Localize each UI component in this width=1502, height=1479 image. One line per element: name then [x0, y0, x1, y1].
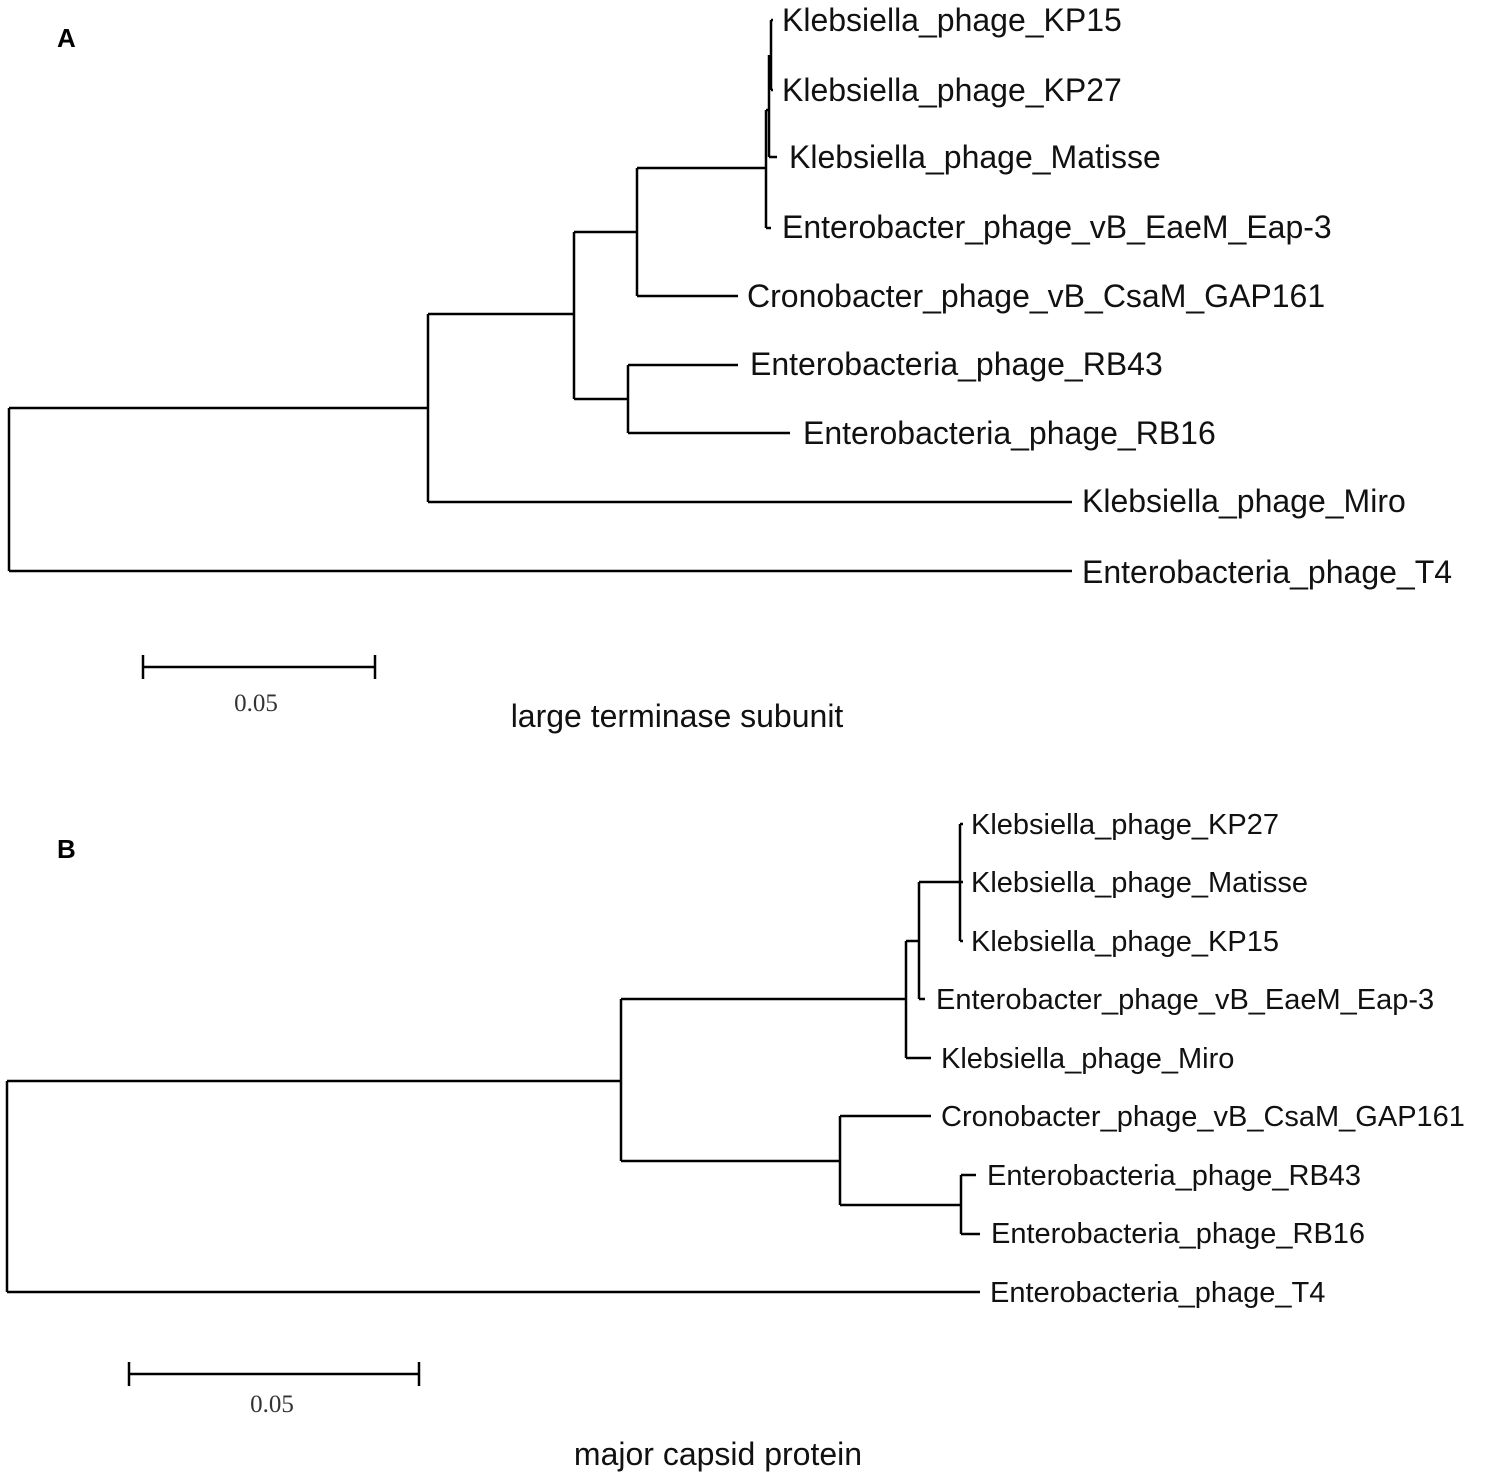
scale-bar-label: 0.05 [250, 1391, 294, 1418]
leaf-label: Klebsiella_phage_Miro [941, 1043, 1234, 1075]
leaf-label: Enterobacter_phage_vB_EaeM_Eap-3 [782, 209, 1332, 245]
panel-b-letter: B [57, 834, 76, 864]
panel-a-scale-bar: 0.05 [141, 655, 377, 717]
panel-a: A [7, 2, 1452, 734]
panel-a-leaf-labels: Klebsiella_phage_KP15 Klebsiella_phage_K… [747, 2, 1452, 590]
leaf-label: Enterobacteria_phage_RB43 [750, 346, 1163, 382]
leaf-label: Klebsiella_phage_KP15 [971, 926, 1279, 958]
leaf-label: Klebsiella_phage_Matisse [789, 139, 1161, 175]
leaf-label: Klebsiella_phage_KP15 [782, 2, 1122, 38]
panel-b: B [5, 809, 1465, 1472]
panel-a-letter: A [57, 23, 76, 53]
leaf-label: Klebsiella_phage_KP27 [782, 72, 1122, 108]
leaf-label: Enterobacteria_phage_T4 [990, 1277, 1325, 1309]
scale-bar-label: 0.05 [234, 690, 278, 717]
panel-b-tree [5, 822, 980, 1294]
leaf-label: Enterobacteria_phage_RB16 [991, 1218, 1365, 1250]
panel-b-scale-bar: 0.05 [127, 1362, 421, 1418]
panel-a-tree [7, 18, 1072, 573]
panel-a-caption: large terminase subunit [511, 698, 844, 734]
panel-b-caption: major capsid protein [574, 1436, 862, 1472]
leaf-label: Cronobacter_phage_vB_CsaM_GAP161 [747, 278, 1325, 314]
leaf-label: Enterobacteria_phage_RB43 [987, 1160, 1361, 1192]
leaf-label: Enterobacteria_phage_RB16 [803, 415, 1216, 451]
leaf-label: Klebsiella_phage_Miro [1082, 483, 1406, 519]
leaf-label: Enterobacter_phage_vB_EaeM_Eap-3 [936, 984, 1434, 1016]
leaf-label: Enterobacteria_phage_T4 [1082, 554, 1452, 590]
leaf-label: Cronobacter_phage_vB_CsaM_GAP161 [941, 1101, 1465, 1133]
leaf-label: Klebsiella_phage_Matisse [971, 867, 1308, 899]
panel-b-leaf-labels: Klebsiella_phage_KP27 Klebsiella_phage_M… [936, 809, 1465, 1309]
leaf-label: Klebsiella_phage_KP27 [971, 809, 1279, 841]
